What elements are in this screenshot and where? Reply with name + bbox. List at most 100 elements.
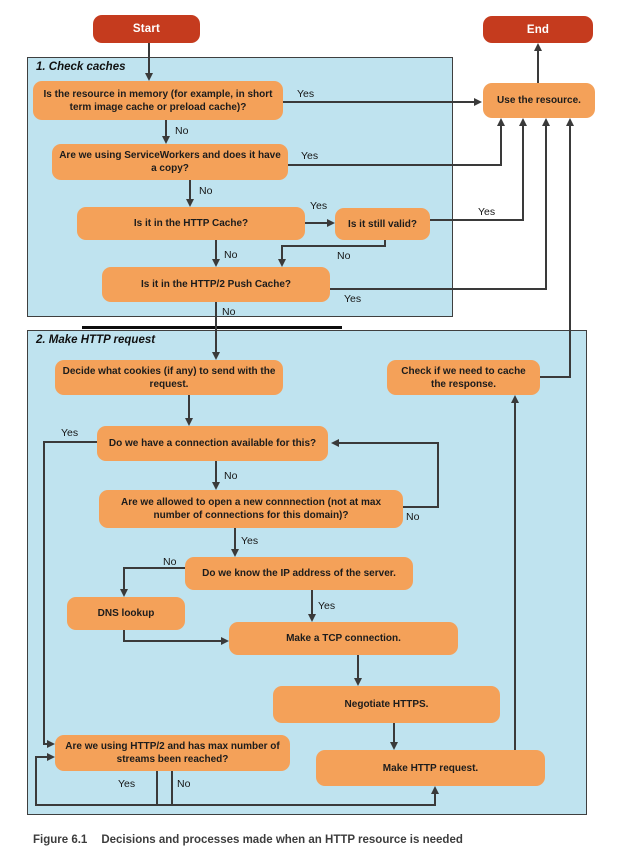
edge-cache-yes-arrowhead <box>327 219 335 227</box>
edge-conn-yes-h2 <box>43 743 48 745</box>
edge-tcp-negotiate-arrowhead <box>354 678 362 686</box>
edge-start-memory-arrowhead <box>145 73 153 81</box>
label-sw-yes: Yes <box>301 150 319 162</box>
end-terminal: End <box>483 16 593 43</box>
label-cache-yes: Yes <box>310 200 328 212</box>
edge-sw-yes-arrowhead <box>497 118 505 126</box>
label-push-yes: Yes <box>344 293 362 305</box>
edge-ip-no-h <box>123 567 185 569</box>
edge-use-end-arrowhead <box>534 43 542 51</box>
node-negotiate-https: Negotiate HTTPS. <box>273 686 500 723</box>
label-cache-no: No <box>224 249 238 261</box>
node-check-cache-response: Check if we need to cache the response. <box>387 360 540 395</box>
node-push-cache: Is it in the HTTP/2 Push Cache? <box>102 267 330 302</box>
edge-valid-yes-arrowhead <box>519 118 527 126</box>
edge-http2-yes-v2 <box>35 756 37 806</box>
edge-http2-no-v2 <box>434 790 436 805</box>
edge-cookies-conn-arrowhead <box>185 418 193 426</box>
edge-use-end <box>537 51 539 83</box>
edge-http2-bottom-rail <box>35 804 436 806</box>
label-http2-no: No <box>177 778 191 790</box>
node-http2-streams: Are we using HTTP/2 and has max number o… <box>55 735 290 771</box>
edge-valid-no-v2 <box>281 245 283 260</box>
edge-allowed-no-h1 <box>403 506 439 508</box>
edge-allowed-yes <box>234 528 236 550</box>
edge-valid-no-h <box>281 245 385 247</box>
edge-push-yes-arrowhead <box>542 118 550 126</box>
edge-cache-no <box>215 240 217 260</box>
edge-valid-yes-h <box>430 219 524 221</box>
node-know-ip: Do we know the IP address of the server. <box>185 557 413 590</box>
edge-http2-no-arrowhead <box>431 786 439 794</box>
label-push-no: No <box>222 306 236 318</box>
edge-checkcache-use-h <box>540 376 571 378</box>
edge-sw-no <box>189 180 191 200</box>
node-use-resource: Use the resource. <box>483 83 595 118</box>
label-memory-yes: Yes <box>297 88 315 100</box>
edge-conn-yes-v <box>43 441 45 744</box>
figure-caption-label: Figure 6.1 <box>33 834 88 846</box>
edge-http2-yes-arrowhead <box>47 753 55 761</box>
node-connection-available: Do we have a connection available for th… <box>97 426 328 461</box>
edge-negotiate-request <box>393 723 395 743</box>
edge-dns-tcp-v <box>123 630 125 642</box>
section-make-http-request-label: 2. Make HTTP request <box>36 334 156 346</box>
label-conn-yes: Yes <box>61 427 79 439</box>
edge-checkcache-use-v <box>569 126 571 378</box>
edge-push-yes-v <box>545 126 547 289</box>
figure-caption-text: Decisions and processes made when an HTT… <box>101 834 463 846</box>
edge-memory-yes <box>283 101 474 103</box>
node-still-valid: Is it still valid? <box>335 208 430 240</box>
node-make-http-request: Make HTTP request. <box>316 750 545 786</box>
edge-dns-tcp-h <box>123 640 221 642</box>
node-decide-cookies: Decide what cookies (if any) to send wit… <box>55 360 283 395</box>
edge-push-no-arrowhead <box>212 352 220 360</box>
label-memory-no: No <box>175 125 189 137</box>
edge-tcp-negotiate <box>357 655 359 679</box>
edge-conn-no-arrowhead <box>212 482 220 490</box>
edge-cache-no-arrowhead <box>212 259 220 267</box>
label-valid-no: No <box>337 250 351 262</box>
node-tcp-connection: Make a TCP connection. <box>229 622 458 655</box>
edge-ip-yes-arrowhead <box>308 614 316 622</box>
edge-conn-yes-h1 <box>43 441 97 443</box>
edge-dns-tcp-arrowhead <box>221 637 229 645</box>
edge-request-checkcache-v <box>514 403 516 750</box>
label-valid-yes: Yes <box>478 206 496 218</box>
edge-start-memory <box>148 43 150 74</box>
label-ip-no: No <box>163 556 177 568</box>
edge-memory-yes-arrowhead <box>474 98 482 106</box>
edge-allowed-no-v <box>437 442 439 508</box>
edge-sw-yes-v <box>500 126 502 166</box>
edge-conn-yes-arrowhead <box>47 740 55 748</box>
label-ip-yes: Yes <box>318 600 336 612</box>
edge-memory-no-arrowhead <box>162 136 170 144</box>
edge-http2-no-v1 <box>171 771 173 806</box>
label-allowed-yes: Yes <box>241 535 259 547</box>
edge-cache-yes <box>305 222 328 224</box>
edge-allowed-no-h2 <box>339 442 438 444</box>
edge-allowed-yes-arrowhead <box>231 549 239 557</box>
edge-ip-yes <box>311 590 313 615</box>
label-http2-yes: Yes <box>118 778 136 790</box>
label-allowed-no: No <box>406 511 420 523</box>
node-allowed-new-connection: Are we allowed to open a new connnection… <box>99 490 403 528</box>
label-conn-no: No <box>224 470 238 482</box>
edge-memory-no <box>165 120 167 137</box>
edge-sw-no-arrowhead <box>186 199 194 207</box>
section-check-caches-label: 1. Check caches <box>36 61 126 73</box>
edge-request-checkcache-arrowhead <box>511 395 519 403</box>
edge-http2-yes-h <box>35 756 48 758</box>
label-sw-no: No <box>199 185 213 197</box>
start-terminal: Start <box>93 15 200 43</box>
edge-push-yes-h <box>330 288 547 290</box>
edge-negotiate-request-arrowhead <box>390 742 398 750</box>
edge-allowed-no-arrowhead <box>331 439 339 447</box>
edge-ip-no-arrowhead <box>120 589 128 597</box>
figure-caption: Figure 6.1 Decisions and processes made w… <box>33 834 463 846</box>
node-http-cache: Is it in the HTTP Cache? <box>77 207 305 240</box>
edge-cookies-conn <box>188 395 190 419</box>
edge-valid-no-v1 <box>384 240 386 247</box>
node-service-workers: Are we using ServiceWorkers and does it … <box>52 144 288 180</box>
edge-valid-no-arrowhead <box>278 259 286 267</box>
